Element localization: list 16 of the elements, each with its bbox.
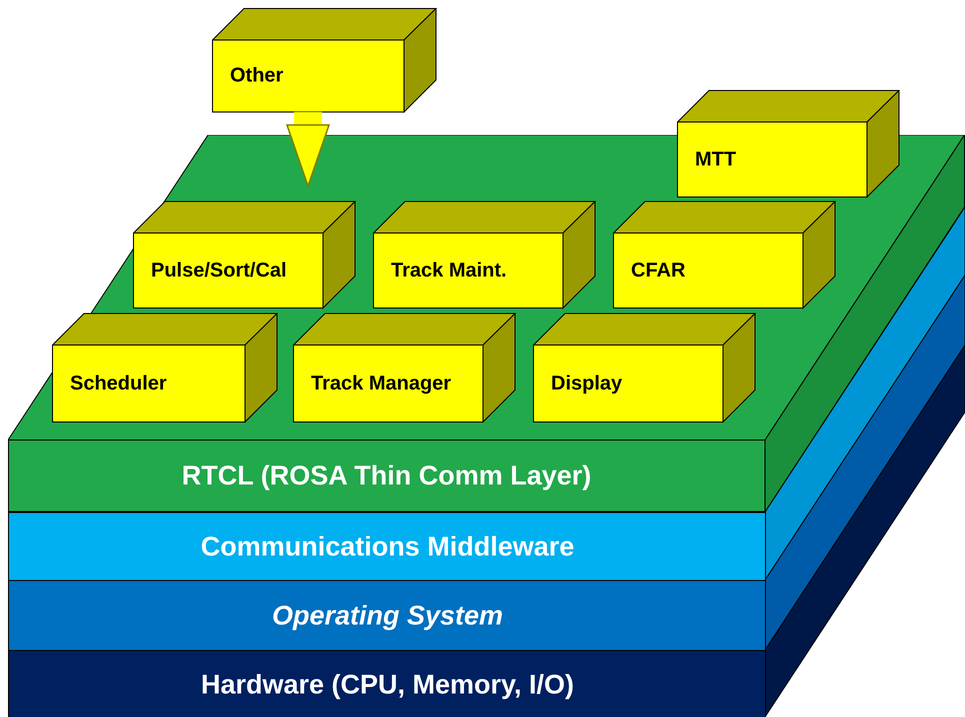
layer-slab bbox=[8, 580, 766, 651]
layer-slab bbox=[8, 512, 766, 581]
layer-label: Operating System bbox=[272, 600, 504, 632]
module-label: Pulse/Sort/Cal bbox=[151, 259, 287, 282]
module-label: Display bbox=[551, 372, 622, 395]
layer-slab bbox=[8, 650, 766, 717]
module-label: Track Manager bbox=[311, 372, 452, 395]
layer-label: RTCL (ROSA Thin Comm Layer) bbox=[182, 460, 592, 492]
layer-label: Communications Middleware bbox=[200, 532, 574, 562]
layer-label: Hardware (CPU, Memory, I/O) bbox=[200, 669, 574, 700]
module-label: Scheduler bbox=[70, 372, 167, 395]
module-label: Track Maint. bbox=[391, 259, 507, 282]
arrow bbox=[286, 112, 330, 187]
module-label: MTT bbox=[695, 148, 736, 171]
module-label: Other bbox=[230, 64, 284, 88]
module-label: CFAR bbox=[631, 259, 686, 282]
